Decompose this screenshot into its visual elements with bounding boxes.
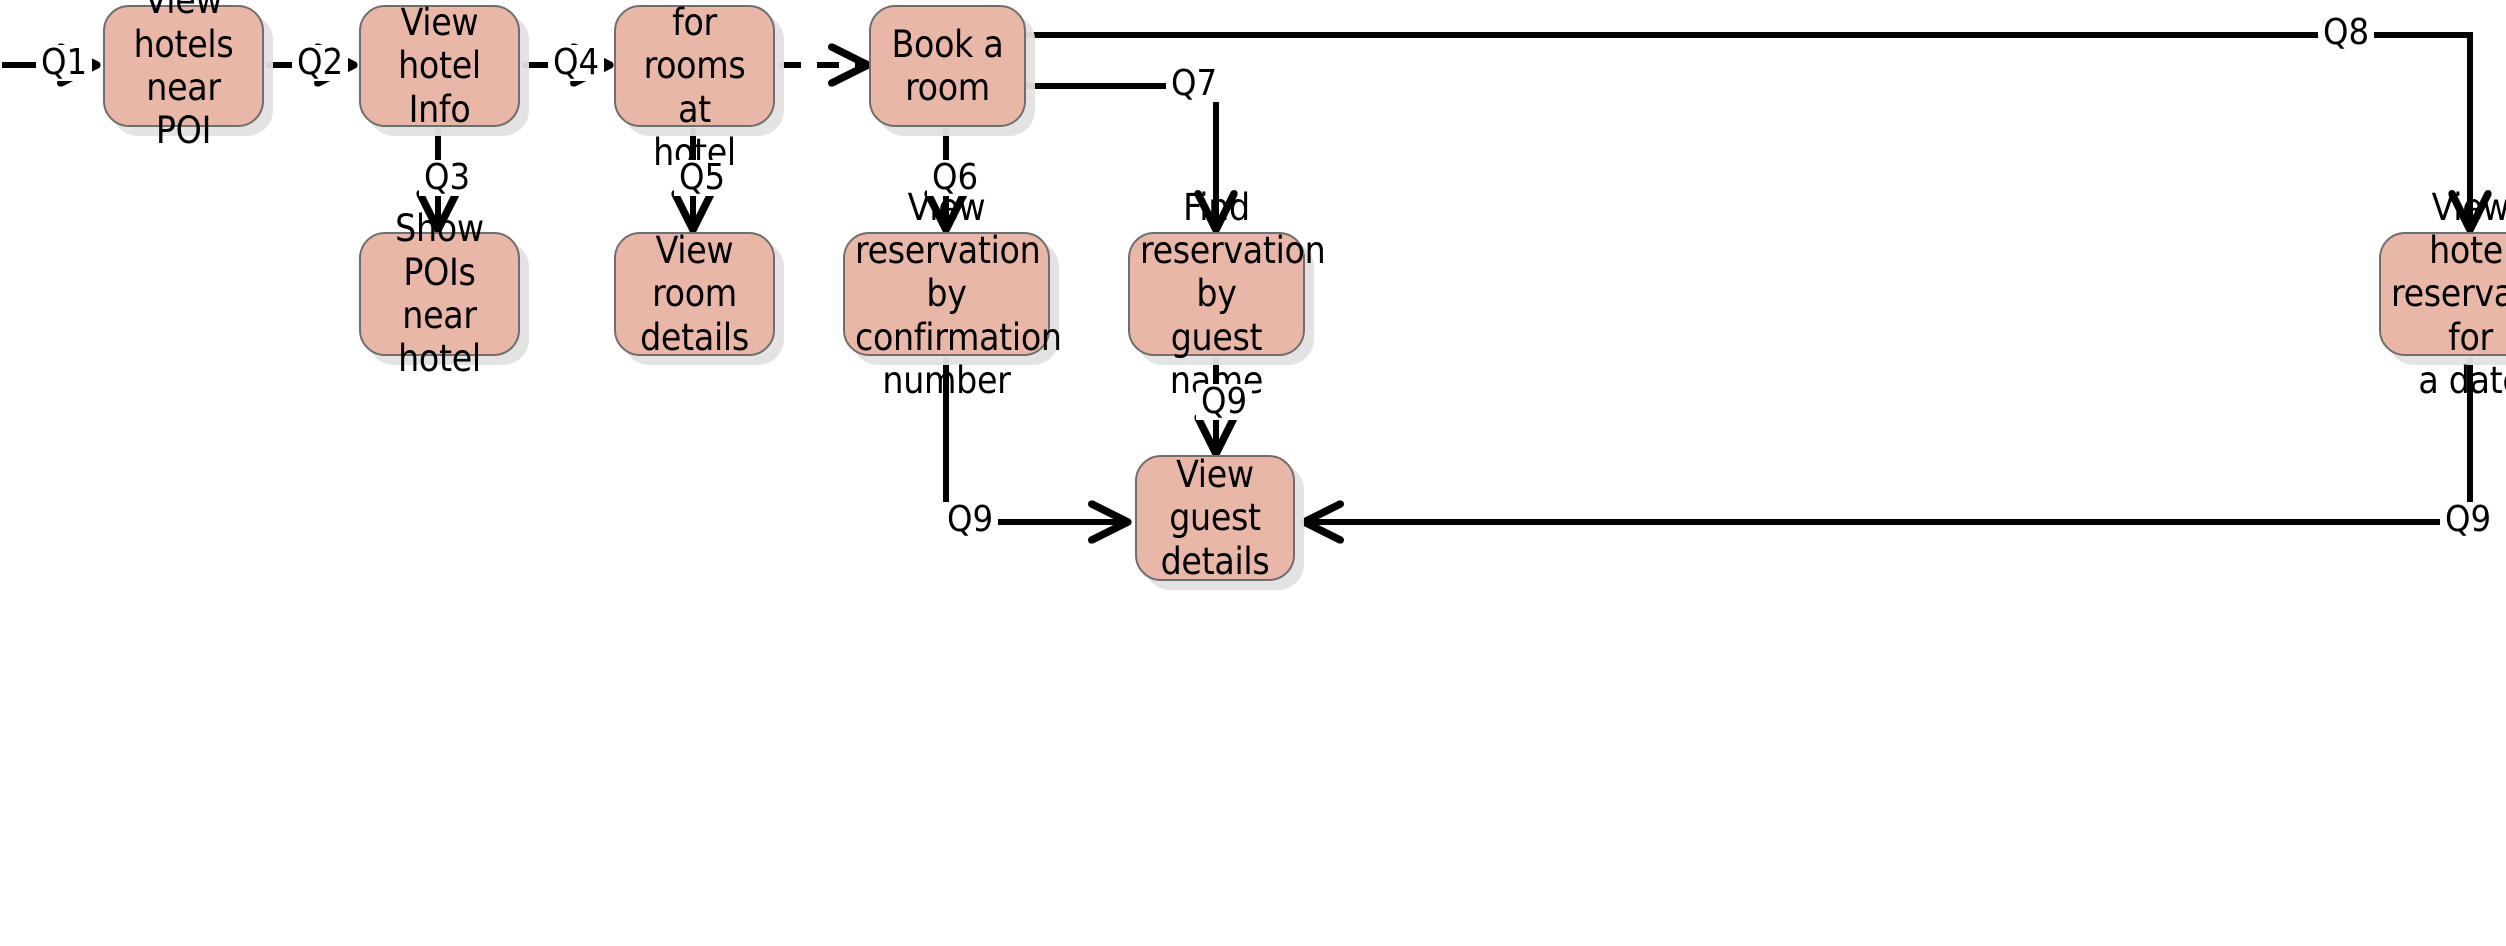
edge-label-q5: Q5 xyxy=(674,160,731,196)
edge-label-q2: Q2 xyxy=(292,45,349,81)
edge-q9c xyxy=(1306,358,2473,522)
edge-label-q8: Q8 xyxy=(2318,15,2375,51)
edge-label-q9c: Q9 xyxy=(2440,502,2497,538)
edge-q8 xyxy=(1024,32,2470,228)
edge-label-q9b: Q9 xyxy=(1196,384,1253,420)
edge-label-q4: Q4 xyxy=(548,45,605,81)
edge-label-q3: Q3 xyxy=(419,160,476,196)
edge-label-q7: Q7 xyxy=(1166,66,1223,102)
edge-label-q9a: Q9 xyxy=(942,502,999,538)
edge-label-q1: Q1 xyxy=(36,45,93,81)
edge-label-q6: Q6 xyxy=(927,160,984,196)
